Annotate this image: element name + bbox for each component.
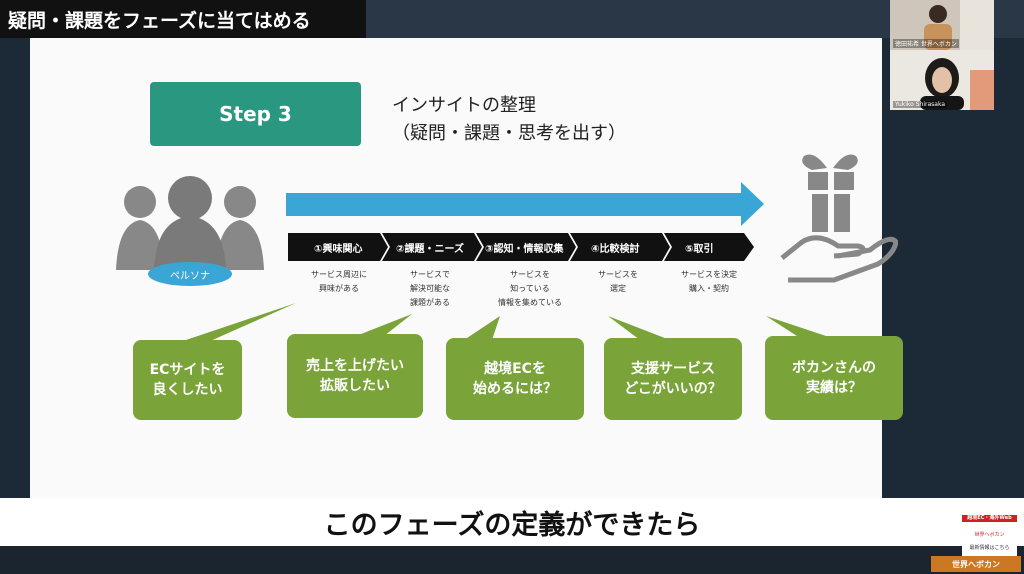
phase-desc-1: サービス周辺に 興味がある [298,268,380,296]
phase-desc-4: サービスを 選定 [580,268,656,296]
phase-band [288,233,754,261]
phase-2-desc-line: 解決可能な [410,284,450,293]
phase-label-1: ①興味関心 [314,244,363,255]
logo-line-1: 越境EC・海外Web [962,515,1017,522]
bubble-1-line: 良くしたい [152,382,223,398]
logo-line-2: 世界へボカン [974,532,1005,538]
phase-label-4: ④比較検討 [591,244,640,255]
caption-subtitle: このフェーズの定義ができたら [0,498,1024,546]
heading-line-1: インサイトの整理 [392,95,536,116]
bubble-text-1: ECサイトを良くしたい [133,340,242,420]
bubble-2-line: 拡販したい [320,378,390,394]
phase-4-desc-line: サービスを [598,270,638,279]
participant-2-avatar [890,50,994,110]
step-badge: Step 3 [150,82,361,146]
logo-line-3: 最新情報はこちら [969,545,1010,551]
participant-1-name: 徳田祐希 世界へボカン [893,39,959,48]
bubble-5-line: 実績は？ [806,380,862,396]
phase-1-desc-line: サービス周辺に [311,270,367,279]
phase-desc-5: サービスを決定 購入・契約 [664,268,754,296]
channel-name-badge[interactable]: 世界へボカン [931,556,1021,572]
phase-label-2: ②課題・ニーズ [396,244,464,255]
phase-5-desc-line: サービスを決定 [681,270,737,279]
progress-arrow [286,182,764,226]
phase-4-desc-line: 選定 [610,284,626,293]
bubble-3-line: 始めるには？ [473,381,557,397]
speech-bubble-4 [604,316,742,420]
phase-5-desc-line: 購入・契約 [689,284,729,293]
phase-2-desc-line: 課題がある [410,298,450,307]
phase-desc-3: サービスを 知っている 情報を集めている [480,268,580,310]
persona-group-icon [116,176,264,286]
phase-label-5: ⑤取引 [685,244,714,255]
bubble-text-2: 売上を上げたい拡販したい [287,334,423,418]
phase-1-desc-line: 興味がある [319,284,359,293]
phase-desc-2: サービスで 解決可能な 課題がある [390,268,470,310]
speech-bubble-1 [133,303,296,420]
heading-line-2: （疑問・課題・思考を出す） [392,123,626,144]
participant-2-name: Yukiko Shirasaka [893,101,948,108]
bubble-text-3: 越境ECを始めるには？ [446,338,584,420]
participant-1-avatar [890,0,994,50]
bubble-4-line: 支援サービス [631,361,715,377]
phase-label-3: ③認知・情報収集 [485,244,564,255]
speech-bubble-5 [765,316,903,420]
gift-hand-icon [780,154,898,283]
phase-3-desc-line: サービスを [510,270,550,279]
bubble-5-line: ボカンさんの [792,360,876,376]
speech-bubble-2 [287,314,423,418]
bubble-text-4: 支援サービスどこがいいの？ [604,338,742,420]
screen-title: 疑問・課題をフェーズに当てはめる [0,0,366,38]
phase-3-desc-line: 情報を集めている [498,298,562,307]
participant-video-2: Yukiko Shirasaka [890,50,994,110]
bubble-4-line: どこがいいの？ [624,381,722,397]
persona-label: ペルソナ [170,271,210,282]
bubble-1-line: ECサイトを [149,362,226,378]
bubble-3-line: 越境ECを [484,361,546,377]
background-bottom [0,546,1024,574]
phase-3-desc-line: 知っている [510,284,550,293]
slide-heading: インサイトの整理 （疑問・課題・思考を出す） [392,92,626,148]
phase-2-desc-line: サービスで [410,270,450,279]
bubble-2-line: 売上を上げたい [306,358,404,374]
participant-video-1: 徳田祐希 世界へボカン [890,0,994,50]
bubble-text-5: ボカンさんの実績は？ [765,336,903,420]
speech-bubble-3 [446,316,584,420]
